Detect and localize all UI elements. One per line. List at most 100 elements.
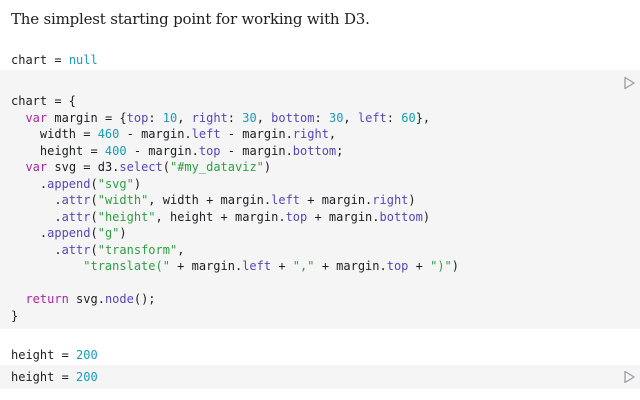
code-token: + margin. [307,209,380,224]
code-token: ) [263,160,272,174]
code-token: ) [422,209,431,224]
code-token: width = [11,127,98,141]
code-token: (); [133,292,156,306]
code-line: ​ [11,275,459,292]
code-token: , [177,110,192,125]
code-token: ) [451,259,460,273]
height-code-line[interactable]: height = 200 [11,369,98,386]
code-token: , [256,110,272,125]
code-token: left [242,259,272,273]
code-token: + margin. [169,259,243,273]
code-token: }, [415,110,431,125]
code-token: ; [336,143,344,158]
code-token: attr [61,193,91,207]
code-var-name: height [11,370,55,384]
code-token: ) [119,226,127,240]
code-token: "height" [97,209,156,224]
play-run-icon [624,370,635,384]
code-token: var [25,160,48,174]
code-editor[interactable]: chart = { var margin = {top: 10, right: … [11,93,459,324]
code-token: 30 [242,110,257,125]
code-token: . [11,193,62,207]
code-token: ( [90,226,98,240]
code-line: var svg = d3.select("#my_dataviz") [11,159,459,176]
code-line: chart = { [11,93,459,110]
code-line: .append("g") [11,225,459,242]
code-token: node [104,292,134,306]
code-token: , height + margin. [155,209,286,224]
code-token: left [191,127,221,141]
code-line: .attr("width", width + margin.left + mar… [11,192,459,209]
code-token: right [372,193,409,207]
code-token: left [271,193,301,207]
output-value: null [68,53,98,67]
code-token: margin = { [47,110,127,125]
code-token: } [11,308,19,323]
code-token [11,160,25,174]
code-token: append [47,176,91,191]
code-token: "svg" [97,176,134,191]
code-token: bottom [292,143,337,158]
height-output: height = 200 [11,347,98,364]
code-token: 400 [104,143,127,158]
code-token: - margin. [220,127,293,141]
play-run-icon [624,76,635,90]
code-token: + [408,259,431,273]
code-token: ( [90,193,98,207]
code-token: height = [11,143,105,158]
code-token: bottom [379,209,423,224]
output-var-name: height [11,348,55,362]
code-token: - margin. [220,143,293,158]
code-line: } [11,308,459,325]
code-token: + [271,259,293,273]
chart-code-cell[interactable]: chart = { var margin = {top: 10, right: … [0,70,640,329]
code-token: "translate(" [83,259,170,273]
code-value: 200 [76,370,98,384]
code-token: ) [133,176,142,191]
code-token: right [292,127,329,141]
code-token: ( [90,176,98,191]
code-token: var [25,110,48,125]
code-token: + margin. [300,193,373,207]
output-value: 200 [76,348,98,362]
code-token: top [198,143,221,158]
code-token: select [119,160,163,174]
code-token: ( [162,160,170,174]
code-token: chart = { [11,94,77,108]
code-line: .attr("transform", [11,242,459,259]
intro-text: The simplest starting point for working … [11,10,370,28]
code-token: . [11,176,48,191]
code-token: . [11,209,62,224]
run-cell-button[interactable] [622,370,636,384]
code-token: ( [90,242,98,257]
code-token: "width" [97,193,149,207]
code-token: ")" [430,259,452,273]
code-line: var margin = {top: 10, right: 30, bottom… [11,110,459,127]
code-line: return svg.node(); [11,291,459,308]
code-token: , width + margin. [148,193,272,207]
code-token: return [25,292,69,306]
code-token: right [191,110,228,125]
code-token: "g" [97,226,120,240]
code-line: .attr("height", height + margin.top + ma… [11,209,459,226]
code-token: . [11,226,48,240]
code-token: , [177,242,185,257]
code-token: "#my_dataviz" [169,160,264,174]
run-cell-button[interactable] [622,76,636,90]
code-token: append [47,226,91,240]
code-token: - margin. [126,143,199,158]
code-token [11,111,25,125]
code-line: width = 460 - margin.left - margin.right… [11,126,459,143]
code-token: ) [408,193,416,207]
code-line: "translate(" + margin.left + "," + margi… [11,258,459,275]
code-token: attr [61,242,91,257]
code-token: bottom [271,110,315,125]
code-token: top [126,110,149,125]
code-token: . [11,242,62,257]
code-token: : [227,110,243,125]
chart-output: chart = null [11,52,98,69]
code-token: svg = d3. [47,160,120,174]
code-token: 60 [401,110,416,125]
code-token: top [285,209,308,224]
height-code-cell[interactable]: height = 200 [0,365,640,389]
